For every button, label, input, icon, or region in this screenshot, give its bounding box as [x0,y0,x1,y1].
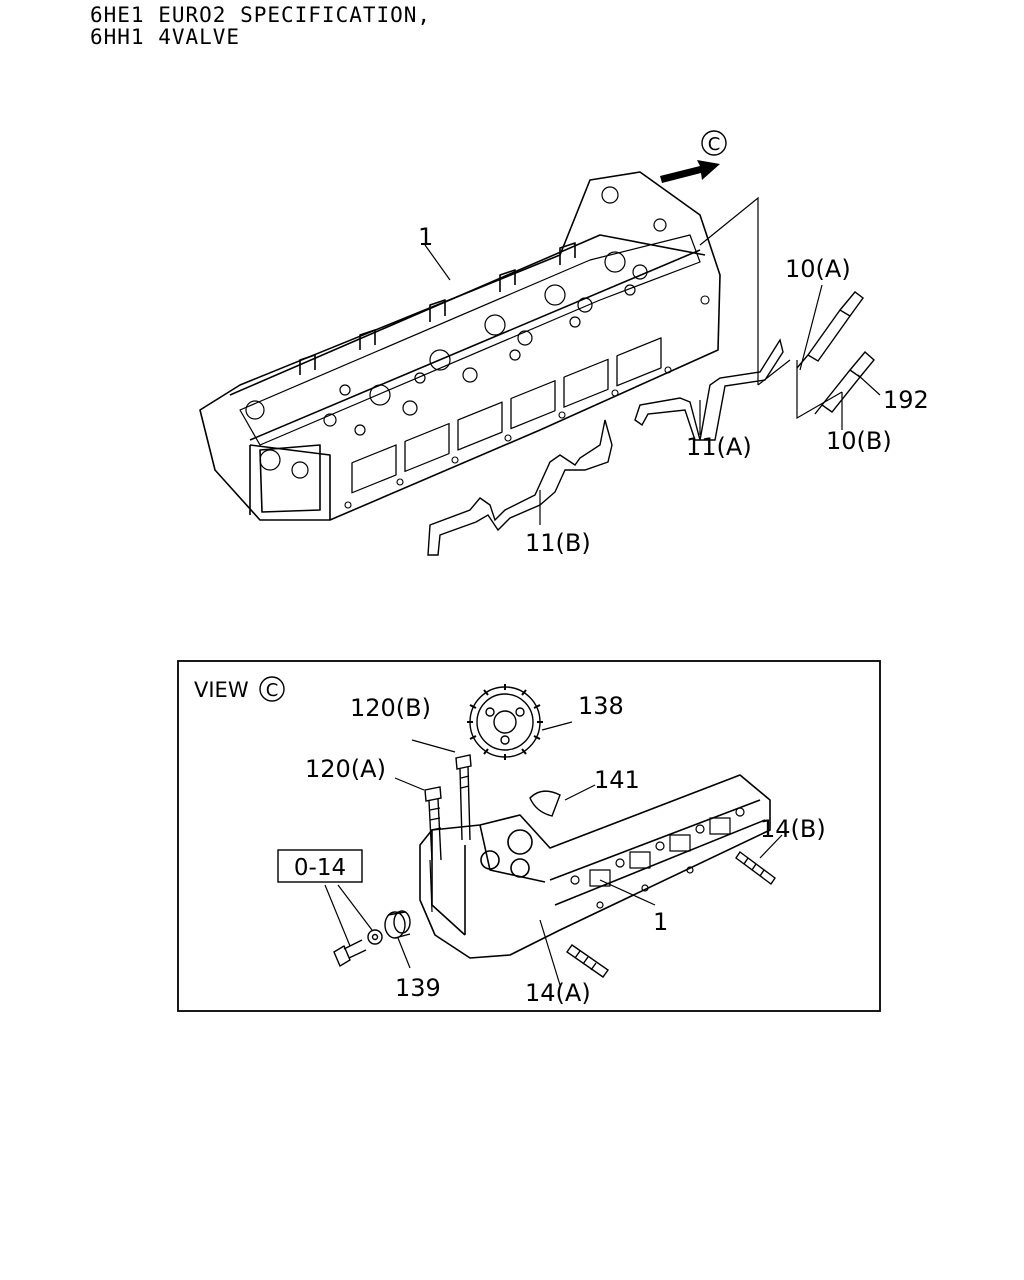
leader-lines-lower [324,721,783,986]
callout-120a: 120(A) [305,755,386,783]
callout-192: 192 [883,386,929,414]
callout-120b: 120(B) [350,694,431,722]
cap-141 [529,790,561,817]
stud-14b [735,850,776,886]
callout-11b: 11(B) [525,529,591,557]
callout-14a: 14(A) [525,979,591,1007]
view-c-arrow: C [660,130,727,183]
washer [367,929,383,945]
header-line-1: 6HE1 EURO2 SPECIFICATION, [90,3,432,27]
callout-0-14: 0-14 [294,855,346,881]
callout-138: 138 [578,692,624,720]
callout-10a: 10(A) [785,255,851,283]
leader-lines-upper [424,196,881,525]
header-line-2: 6HH1 4VALVE [90,25,241,49]
cylinder-head-end-view [419,774,771,959]
leak-off-pipe-11a [634,338,784,441]
callout-141: 141 [594,766,640,794]
callout-1-view: 1 [653,908,668,936]
view-box-circle [259,676,285,702]
injection-nozzle-10a [796,291,864,369]
bolt-0-14 [333,939,367,968]
sleeve-139 [384,910,411,939]
bolt-120b [455,754,472,841]
diagram-header: 6HE1 EURO2 SPECIFICATION, 6HH1 4VALVE [90,4,431,48]
callout-139: 139 [395,974,441,1002]
injection-nozzle-10b [814,350,875,415]
leak-off-pipe-11b [427,419,613,556]
callout-1: 1 [418,223,433,251]
gear-138 [467,684,543,760]
stud-14a [566,944,609,978]
bolt-120a [424,786,442,861]
view-c-symbol: C [708,134,721,155]
callout-11a: 11(A) [686,433,752,461]
view-box-title: VIEW [194,678,249,702]
callout-14b: 14(B) [760,815,826,843]
view-c-frame [177,660,881,1012]
view-box-symbol: C [266,680,279,701]
kit-box-0-14 [277,849,363,883]
callout-10b: 10(B) [826,427,892,455]
cylinder-head-drawing [199,171,721,521]
